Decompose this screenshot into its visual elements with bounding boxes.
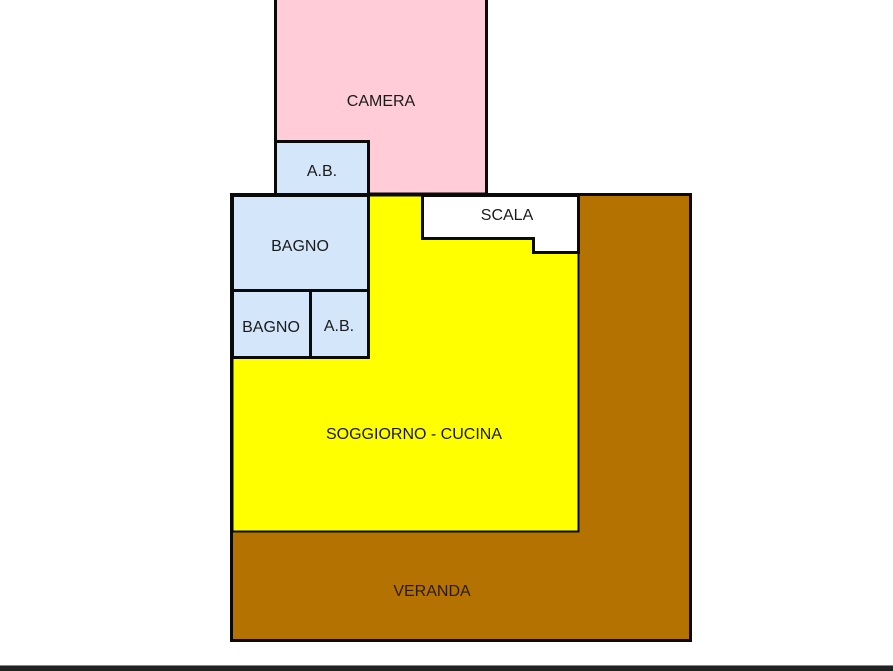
room-ab-top xyxy=(274,140,370,196)
room-bagno-large xyxy=(231,194,370,292)
label-camera: CAMERA xyxy=(347,93,416,110)
label-soggiorno-cucina: SOGGIORNO - CUCINA xyxy=(326,426,502,443)
label-ab-bottom: A.B. xyxy=(324,318,354,335)
room-ab-bottom xyxy=(309,289,370,359)
label-scala: SCALA xyxy=(481,207,534,224)
label-veranda: VERANDA xyxy=(393,583,471,600)
label-ab-top: A.B. xyxy=(307,163,337,180)
label-bagno-small: BAGNO xyxy=(242,319,300,336)
bottom-border xyxy=(0,665,893,671)
label-bagno-large: BAGNO xyxy=(271,238,329,255)
